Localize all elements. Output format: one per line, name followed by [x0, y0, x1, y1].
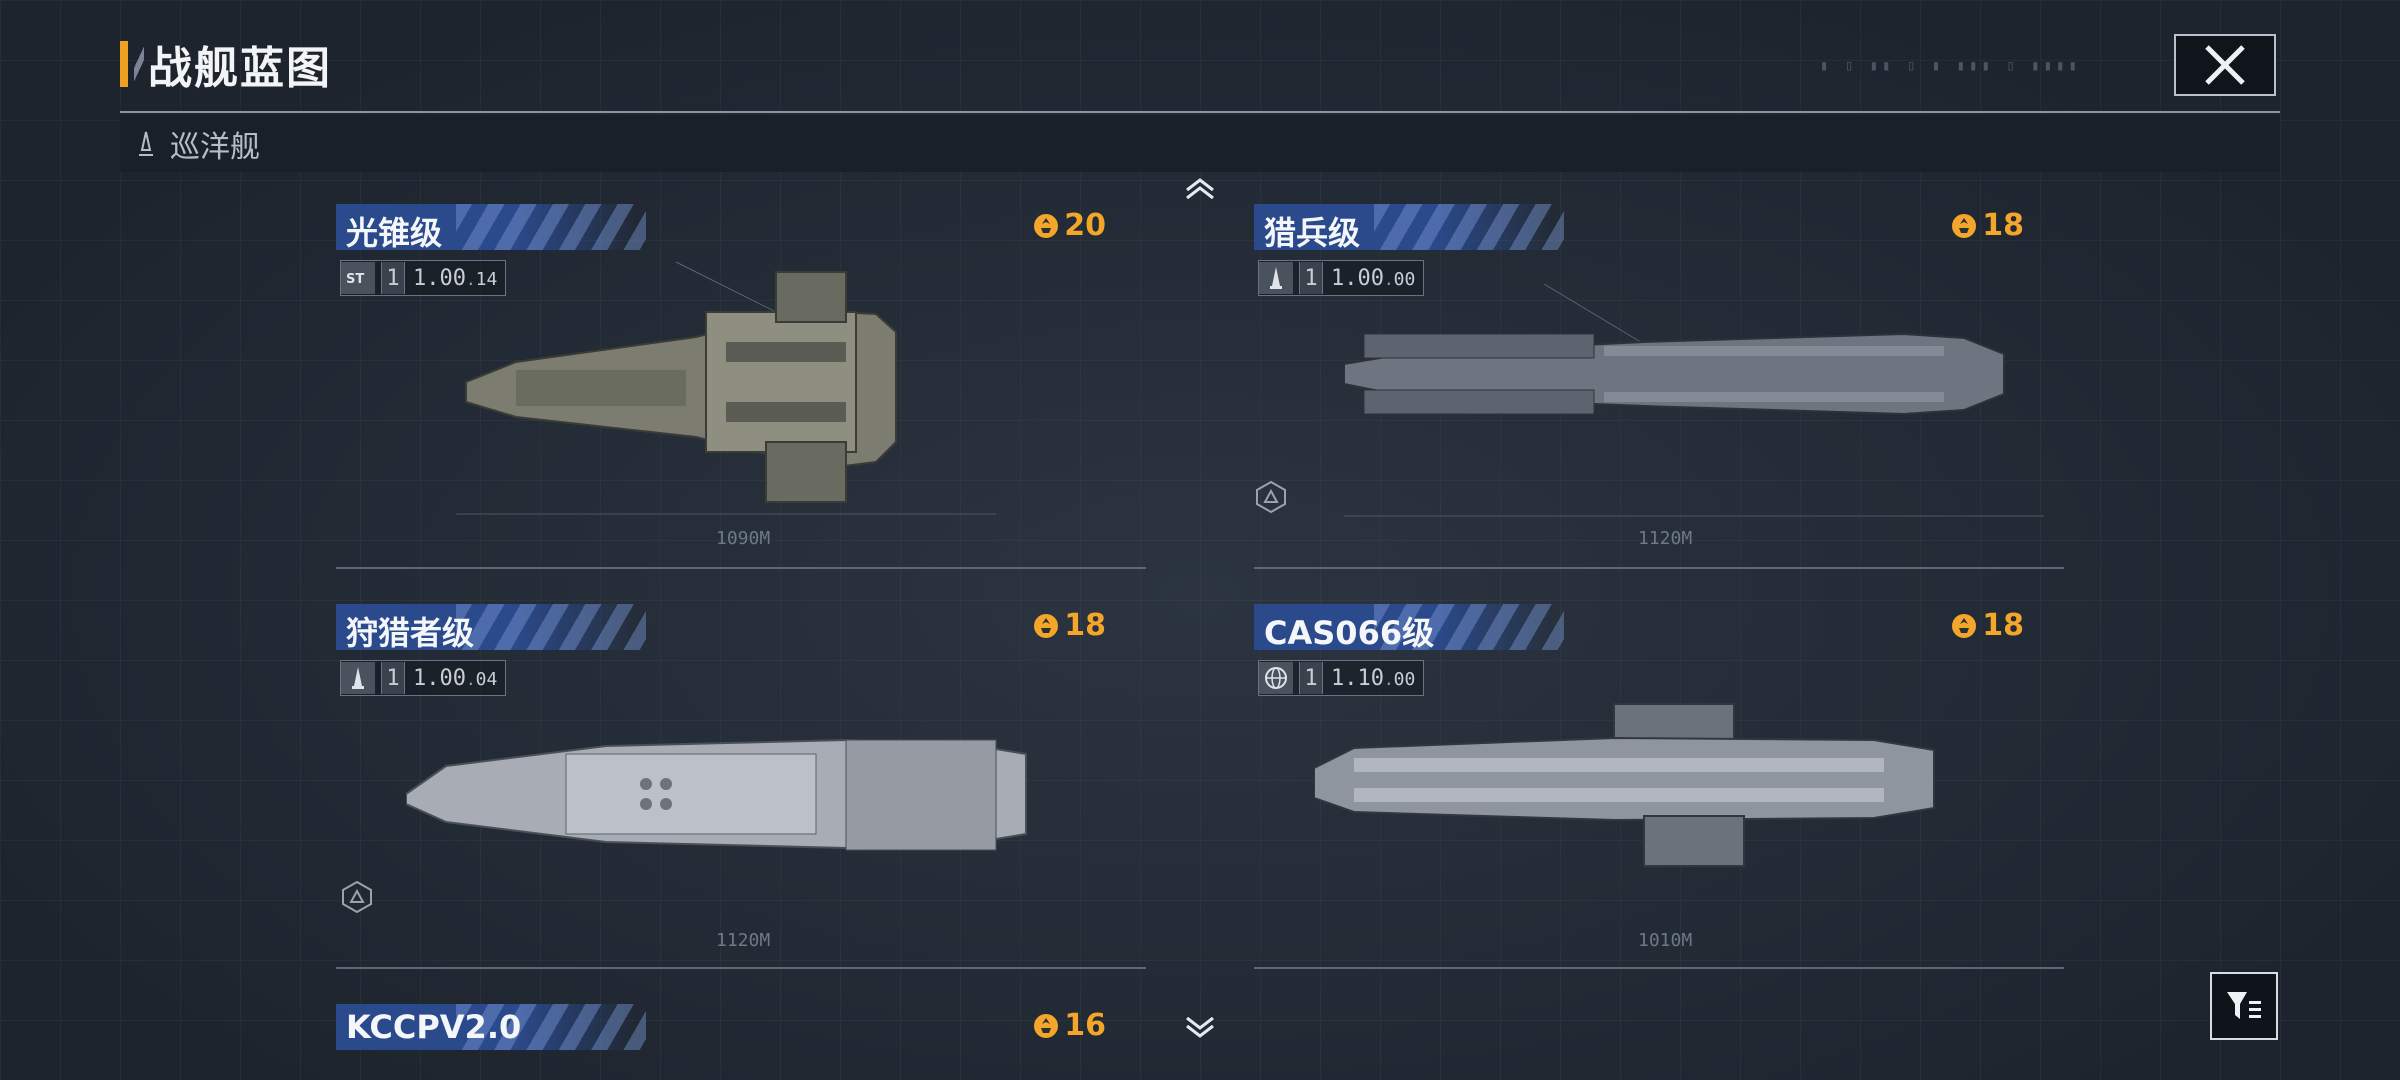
ship-image — [406, 738, 1027, 851]
ship-name: 光锥级 — [346, 214, 443, 252]
title-slash — [134, 41, 144, 87]
ship-level: 1 — [381, 662, 405, 694]
card-baseline — [1254, 567, 2064, 569]
tab-cruiser-label: 巡洋舰 — [170, 129, 260, 165]
close-icon — [2205, 45, 2245, 85]
ship-image — [1344, 284, 2044, 517]
ship-card-liebing[interactable]: 猎兵级 18 1 1.00.00 1120M — [1254, 204, 2064, 569]
version-main: 1.00 — [1331, 265, 1384, 291]
card-header: 猎兵级 — [1254, 204, 1564, 252]
version-sub: 00 — [1393, 268, 1416, 290]
ship-cost-value: 18 — [1982, 208, 2024, 243]
ship-level: 1 — [1299, 262, 1323, 294]
decorative-ticks: ▮ ▯ ▮▮ ▯ ▮ ▮▮▮ ▯ ▮▮▮▮ — [1820, 58, 2082, 74]
ship-cost: 20 — [1032, 208, 1106, 243]
filter-icon — [2227, 992, 2261, 1019]
version-main: 1.10 — [1331, 665, 1384, 691]
card-baseline — [336, 967, 1146, 969]
card-header: KCCPV2.0 — [336, 1004, 646, 1050]
cruiser-icon — [139, 131, 153, 156]
ship-name: CAS066级 — [1264, 614, 1435, 652]
page-title: 战舰蓝图 — [148, 43, 332, 94]
ship-version: 1.00.14 — [413, 265, 498, 291]
header-divider — [120, 111, 2280, 113]
card-header: 狩猎者级 — [336, 604, 646, 652]
tab-strip[interactable]: 巡洋舰 — [120, 115, 2280, 172]
blueprint-coin-icon — [1034, 213, 1059, 238]
close-button[interactable] — [2174, 34, 2276, 96]
blueprint-coin-icon — [1034, 613, 1059, 638]
hex-triangle-icon — [1256, 480, 1286, 514]
ship-name: KCCPV2.0 — [346, 1008, 522, 1046]
page-title-wrap: 战舰蓝图 — [120, 38, 332, 94]
ship-cost-value: 18 — [1982, 608, 2024, 643]
ship-badge: 1 1.00.04 — [340, 660, 507, 696]
ship-length: 1010M — [1638, 930, 1693, 951]
card-baseline — [336, 567, 1146, 569]
ship-length: 1090M — [716, 528, 771, 549]
ship-cost: 18 — [1032, 608, 1106, 643]
ship-cost-value: 16 — [1064, 1008, 1106, 1043]
st-icon: ST — [341, 262, 375, 294]
ship-length: 1120M — [1638, 528, 1693, 549]
scroll-down-icon[interactable] — [1184, 1016, 1216, 1040]
ship-version: 1.10.00 — [1331, 665, 1416, 691]
svg-text:ST: ST — [346, 272, 364, 287]
blueprint-coin-icon — [1952, 613, 1977, 638]
ship-silhouette-icon — [341, 662, 375, 694]
globe-icon — [1259, 662, 1293, 694]
card-baseline — [1254, 967, 2064, 969]
ship-card-shouliezhe[interactable]: 狩猎者级 18 1 1.00.04 1120M — [336, 604, 1146, 969]
ship-level: 1 — [1299, 662, 1323, 694]
ship-badge: ST 1 1.00.14 — [340, 260, 507, 296]
ship-card-kccpv2[interactable]: KCCPV2.0 16 — [336, 1004, 1146, 1080]
ship-cost-value: 20 — [1064, 208, 1106, 243]
ship-cost: 18 — [1950, 608, 2024, 643]
ship-cost-value: 18 — [1064, 608, 1106, 643]
ship-image — [456, 261, 996, 515]
card-header: CAS066级 — [1254, 604, 1564, 652]
ship-image — [1314, 703, 1935, 867]
ship-level: 1 — [381, 262, 405, 294]
version-main: 1.00 — [413, 265, 466, 291]
ship-silhouette-icon — [1259, 262, 1293, 294]
version-main: 1.00 — [413, 665, 466, 691]
ship-length: 1120M — [716, 930, 771, 951]
filter-button[interactable] — [2210, 972, 2278, 1040]
ship-version: 1.00.04 — [413, 665, 498, 691]
scroll-up-icon[interactable] — [1184, 176, 1216, 200]
ship-cost: 18 — [1950, 208, 2024, 243]
ship-card-cas066[interactable]: CAS066级 18 1 1.10.00 1010M — [1254, 604, 2064, 969]
blueprint-coin-icon — [1034, 1013, 1059, 1038]
card-header: 光锥级 — [336, 204, 646, 252]
ship-badge: 1 1.00.00 — [1258, 260, 1425, 296]
version-sub: 14 — [475, 268, 498, 290]
ship-cost: 16 — [1032, 1008, 1106, 1043]
version-sub: 00 — [1393, 668, 1416, 690]
ship-name: 猎兵级 — [1264, 214, 1361, 252]
blueprint-coin-icon — [1952, 213, 1977, 238]
ship-name: 狩猎者级 — [346, 614, 475, 652]
ship-version: 1.00.00 — [1331, 265, 1416, 291]
ship-badge: 1 1.10.00 — [1258, 660, 1425, 696]
version-sub: 04 — [475, 668, 498, 690]
hex-triangle-icon — [342, 880, 372, 914]
title-accent-bar — [120, 41, 128, 87]
ship-card-guangzhui[interactable]: 光锥级 20 ST 1 1.00.14 1090M — [336, 204, 1146, 569]
